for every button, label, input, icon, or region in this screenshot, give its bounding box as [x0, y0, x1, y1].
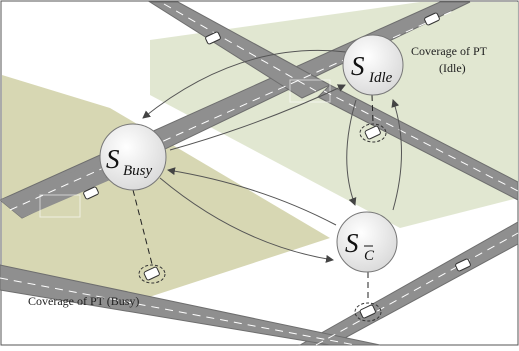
- state-node-cbar: S C: [336, 211, 398, 273]
- busy-vehicle-link: [132, 189, 153, 265]
- vehicle-icon: [424, 12, 440, 26]
- arrow-busy-to-idle: [169, 84, 346, 151]
- arrow-idle-to-busy: [142, 49, 347, 119]
- vehicle-icon: [83, 186, 99, 200]
- state-idle-sub: Idle: [368, 70, 393, 86]
- pt-idle-vehicle-icon: [364, 125, 381, 140]
- pt-cbar-ring: [354, 302, 382, 322]
- road-lower-left: [0, 264, 381, 346]
- state-busy-sub: Busy: [123, 163, 153, 179]
- state-idle-main: S: [351, 51, 365, 81]
- arrow-idle-to-cbar: [346, 99, 357, 206]
- state-node-busy: S Busy: [99, 123, 167, 191]
- arrow-cbar-to-idle: [391, 99, 402, 211]
- vehicle-icon: [205, 31, 221, 45]
- arrow-cbar-to-busy: [167, 167, 337, 226]
- arrow-busy-to-cbar: [159, 177, 334, 263]
- road-left-cross: [0, 166, 110, 218]
- state-node-idle: S Idle: [342, 34, 404, 96]
- vehicle-markers: [83, 12, 471, 322]
- transition-arrows: [142, 49, 402, 263]
- state-cbar-sub: C: [364, 248, 375, 264]
- state-busy-main: S: [106, 144, 120, 174]
- busy-coverage-label: Coverage of PT (Busy): [28, 294, 139, 308]
- idle-coverage-label-line1: Coverage of PT: [411, 44, 488, 58]
- pt-cbar-vehicle-icon: [359, 304, 376, 319]
- idle-coverage-label-line2: (Idle): [439, 61, 466, 75]
- state-cbar-main: S: [345, 228, 359, 258]
- busy-coverage-area: [2, 75, 330, 300]
- pt-busy-ring: [138, 264, 166, 284]
- pt-idle-ring: [359, 123, 387, 143]
- idle-vehicle-link: [371, 94, 374, 124]
- road-lower-diagonal: [298, 221, 519, 346]
- pt-busy-vehicle-icon: [143, 266, 160, 281]
- vehicle-icon: [455, 258, 471, 272]
